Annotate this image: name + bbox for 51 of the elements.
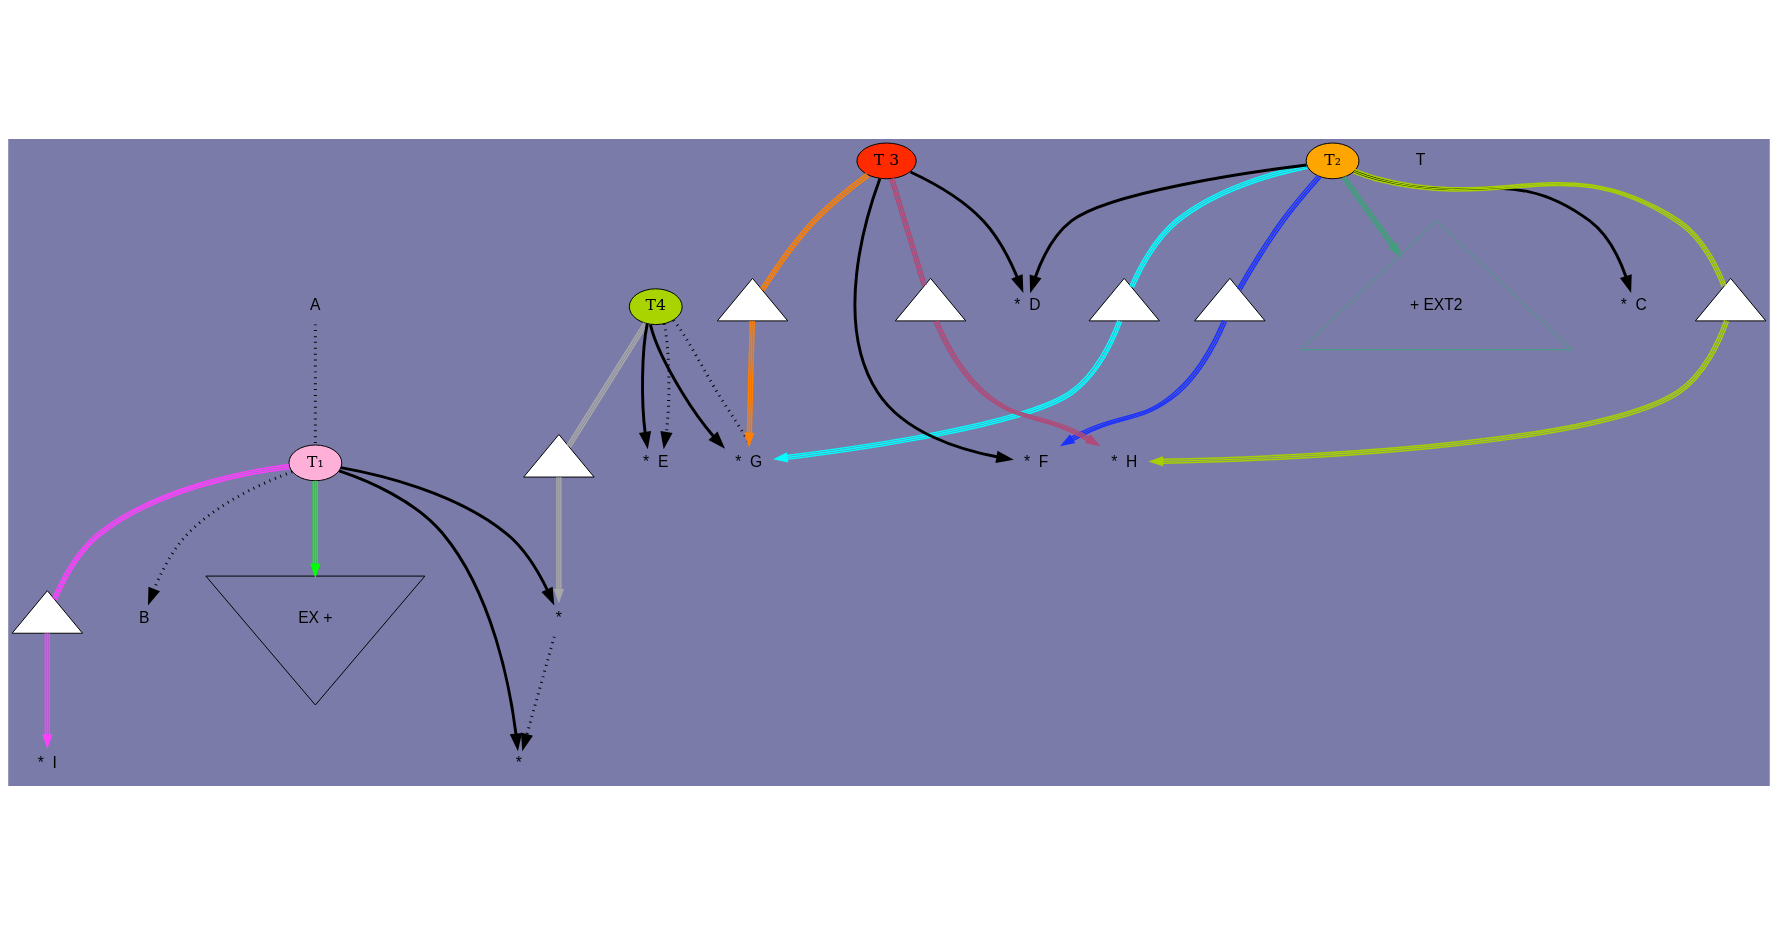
- arrow: [660, 323, 673, 450]
- node-text: * I: [37, 754, 57, 772]
- node-triangle: [1694, 277, 1767, 322]
- node-triangle: [11, 590, 84, 634]
- arrow: [649, 324, 725, 449]
- connector: [313, 324, 317, 445]
- arrow: [933, 319, 1101, 447]
- node-text: * H: [1111, 452, 1138, 470]
- arrow: [853, 178, 1014, 463]
- node-text: *: [555, 608, 562, 626]
- arrow: [338, 469, 523, 752]
- arrow: [773, 319, 1123, 463]
- node-text: * G: [735, 452, 763, 470]
- arrow: [147, 470, 293, 606]
- node-ellipse: T₁: [288, 444, 343, 482]
- connector: [1352, 168, 1727, 288]
- node-triangle: [716, 277, 789, 322]
- connector: [759, 172, 870, 292]
- arrow: [1341, 175, 1402, 257]
- node-text: *: [515, 754, 522, 772]
- node-text: * E: [643, 452, 669, 470]
- label: T: [1415, 150, 1426, 168]
- node-triangle: [523, 434, 595, 478]
- arrow: [553, 476, 565, 604]
- connector: [1236, 174, 1322, 292]
- node-text: B: [138, 608, 150, 626]
- connector: [1129, 163, 1309, 289]
- arrow: [1354, 169, 1632, 294]
- arrow: [909, 170, 1024, 293]
- node-text: * C: [1620, 296, 1647, 314]
- node-triangle: [894, 277, 967, 322]
- node-ellipse: T4: [628, 288, 683, 326]
- node-text: * D: [1014, 296, 1041, 314]
- arrow: [340, 466, 555, 606]
- arrow: [1148, 319, 1730, 467]
- arrow: [1029, 163, 1307, 294]
- node-text: * F: [1024, 452, 1049, 470]
- arrow: [310, 480, 321, 579]
- arrow: [42, 632, 53, 750]
- connector: [889, 177, 927, 287]
- connector: [52, 463, 291, 601]
- arrow: [521, 636, 556, 752]
- arrow: [1060, 319, 1228, 447]
- node-text: A: [310, 296, 321, 314]
- connector: [566, 321, 649, 449]
- node-ellipse: T₂: [1305, 142, 1360, 180]
- node-triangle: [1088, 277, 1160, 322]
- node-triangle: [1194, 277, 1266, 322]
- node-ellipse: T 3: [856, 142, 917, 180]
- arrow: [638, 323, 652, 450]
- arrow: [744, 320, 755, 448]
